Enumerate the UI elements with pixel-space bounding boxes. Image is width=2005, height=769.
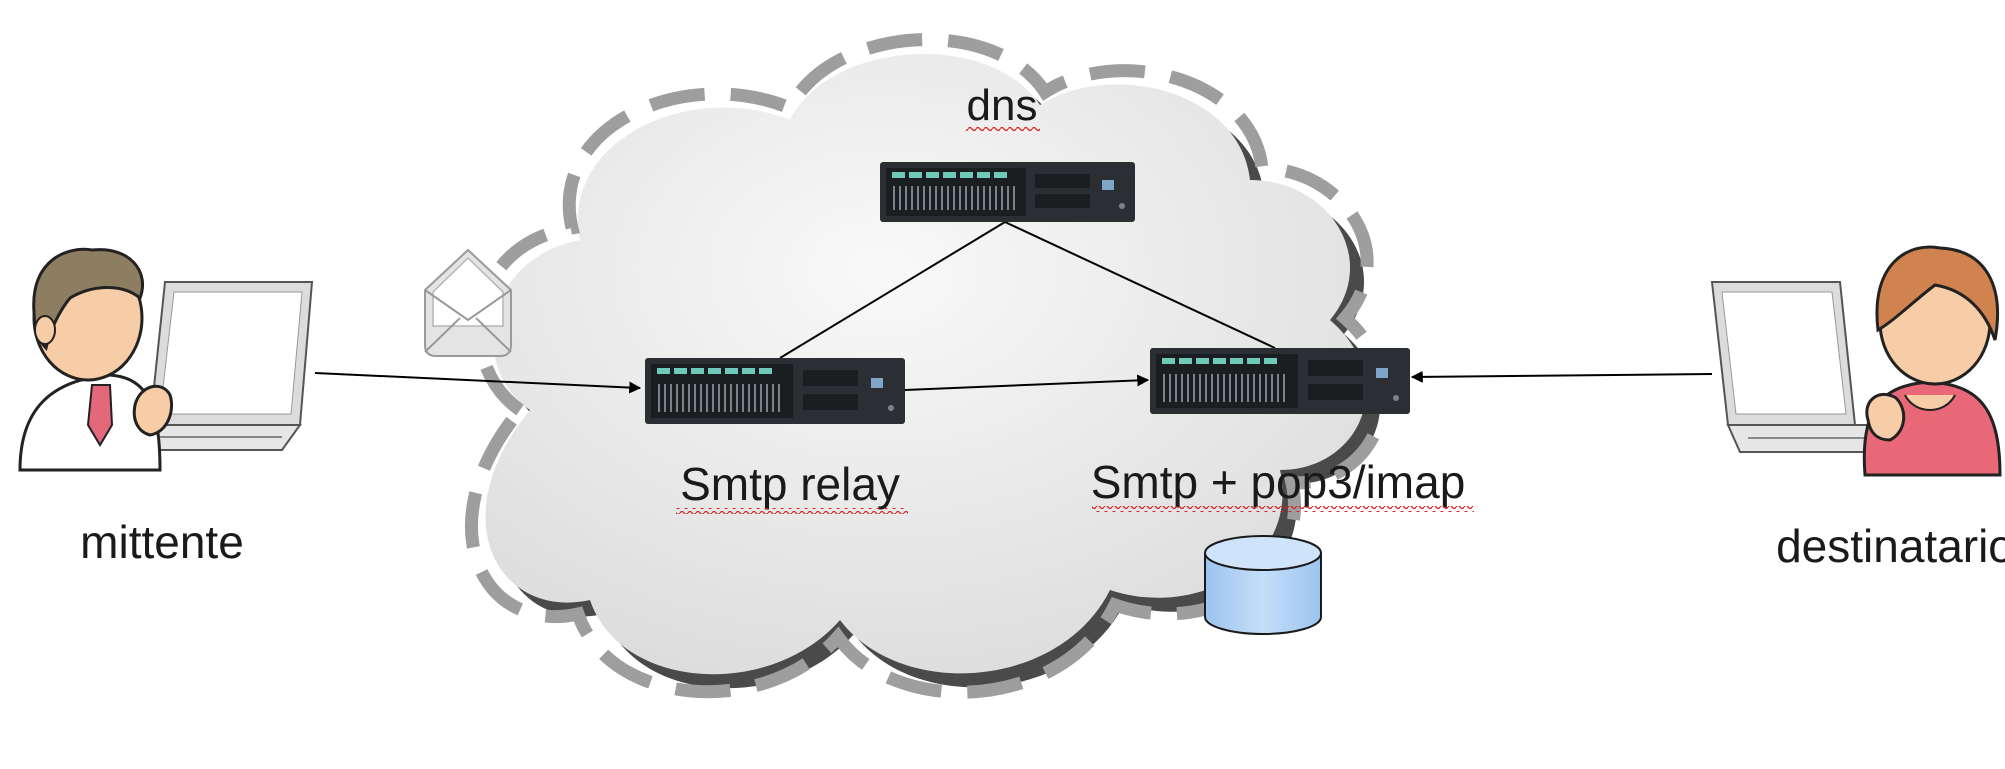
smtp-relay-label: Smtp relay (680, 458, 900, 510)
database-icon (1204, 535, 1322, 635)
sender-label: mittente (80, 516, 244, 568)
dns-spellcheck-underline (966, 126, 1040, 132)
sender-user-icon (18, 247, 314, 472)
smtp-relay-spellcheck-underline (676, 508, 908, 514)
sender-to-relay-arrow (314, 372, 642, 394)
dns-label: dns (967, 81, 1038, 130)
mail-server-icon (1150, 348, 1410, 414)
cloud-icon (465, 33, 1390, 699)
recipient-laptop-icon (1710, 281, 1892, 453)
connections (314, 221, 1713, 394)
mail-server-spellcheck-underline (1092, 506, 1474, 512)
recipient-label: destinatario (1776, 520, 2005, 572)
dns-to-relay-line (779, 221, 1006, 359)
dns-to-mailserver-line (1004, 221, 1276, 349)
dns-server-icon (880, 162, 1135, 222)
relay-to-mailserver-arrow (904, 374, 1150, 391)
recipient-user-icon (1710, 245, 2002, 477)
smtp-relay-server-icon (645, 358, 905, 424)
sender-laptop-icon (126, 281, 314, 451)
mail-server-label: Smtp + pop3/imap (1091, 456, 1466, 508)
envelope-icon (424, 248, 512, 357)
recipient-to-mailserver-arrow (1410, 370, 1713, 383)
